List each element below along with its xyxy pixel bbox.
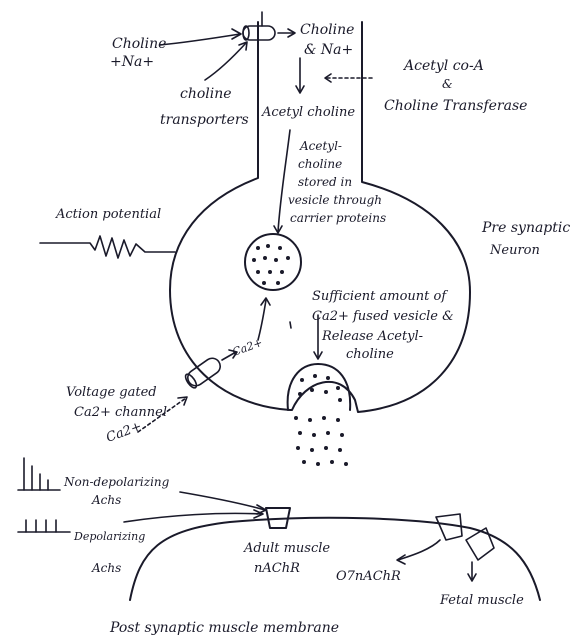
label-sufficient-1: Sufficient amount of	[312, 289, 448, 304]
o7-nachr-receptor	[436, 514, 462, 540]
label-choline-na-top-2: & Na+	[304, 42, 353, 58]
label-fetal: Fetal muscle	[439, 593, 524, 608]
label-postsynaptic: Post synaptic muscle membrane	[109, 620, 339, 636]
label-ca-outside: Ca2+	[104, 419, 144, 446]
choline-entry-arrow	[160, 34, 240, 45]
released-acetylcholine	[294, 416, 348, 466]
label-choline-transporter-2: transporters	[160, 112, 249, 128]
label-acetylcholine: Acetyl choline	[261, 105, 355, 120]
fused-vesicle-dots	[298, 374, 342, 402]
o7-label-arrow	[398, 540, 440, 560]
label-vg-channel-1: Voltage gated	[66, 385, 157, 400]
label-sufficient-3: Release Acetyl-	[321, 329, 423, 344]
label-stored-3: stored in	[298, 175, 352, 189]
label-presynaptic-2: Neuron	[489, 243, 540, 258]
label-acetyl-coa-1: Acetyl co-A	[402, 58, 484, 74]
action-potential-wave	[40, 236, 175, 258]
label-stored-5: carrier proteins	[290, 211, 386, 225]
label-dep-1: Depolarizing	[73, 530, 145, 543]
label-vg-channel-2: Ca2+ channel	[74, 405, 167, 420]
label-acetyl-coa-2: &	[442, 77, 453, 91]
depolarizing-bars	[18, 520, 70, 532]
acetylcholine-vesicle	[245, 234, 301, 290]
label-acetyl-coa-3: Choline Transferase	[384, 98, 527, 114]
label-dep-2: Achs	[91, 561, 121, 575]
label-sufficient-2: Ca2+ fused vesicle &	[312, 309, 454, 324]
label-choline-na-in-1: Choline	[112, 36, 166, 52]
non-depolarizing-bars	[18, 458, 60, 490]
fused-vesicle	[288, 364, 351, 410]
label-action-potential: Action potential	[55, 207, 161, 222]
label-stored-2: choline	[298, 157, 342, 171]
label-choline-na-top-1: Choline	[300, 22, 354, 38]
label-choline-transporter-1: choline	[180, 86, 232, 102]
label-stored-1: Acetyl-	[299, 139, 342, 153]
label-choline-na-in-2: +Na+	[110, 54, 154, 70]
label-nondep-1: Non-depolarizing	[63, 475, 170, 489]
nondep-to-receptor-arrow	[180, 492, 265, 510]
label-presynaptic-1: Pre synaptic	[481, 220, 570, 236]
label-adult-2: nAChR	[254, 561, 300, 576]
label-ca-near-channel: Ca2+	[231, 336, 265, 359]
label-nondep-2: Achs	[91, 493, 121, 507]
vesicle-dots	[252, 244, 290, 285]
fetal-nachr-receptor	[466, 528, 494, 560]
membrane-mark	[290, 322, 291, 328]
voltage-gated-ca-channel	[184, 355, 224, 389]
ca-to-vesicle-arrow	[258, 300, 266, 340]
label-o7: O7nAChR	[336, 569, 401, 584]
down-arrow-vesicle	[278, 130, 290, 232]
label-adult-1: Adult muscle	[243, 541, 330, 556]
label-stored-4: vesicle through	[288, 193, 382, 207]
transporter-label-arrow	[205, 43, 246, 80]
label-sufficient-4: choline	[346, 347, 394, 362]
